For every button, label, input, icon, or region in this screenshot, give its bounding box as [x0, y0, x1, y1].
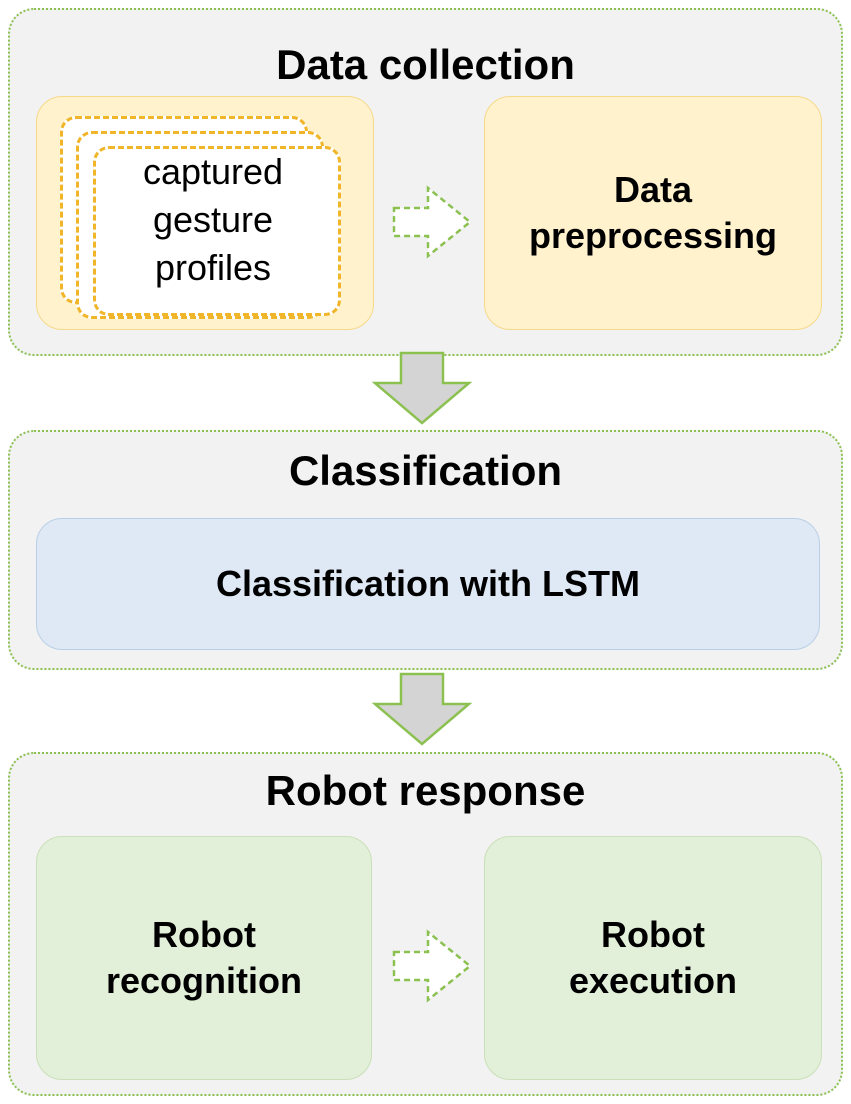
right-arrow-icon-2: [392, 929, 472, 1003]
data-preprocessing-label: Data preprocessing: [528, 169, 778, 256]
stage-title-classification: Classification: [288, 447, 563, 494]
right-arrow-icon: [392, 185, 472, 259]
stage-classification: Classification Classification with LSTM: [8, 430, 843, 670]
robot-recognition-label: Robot recognition: [106, 914, 302, 1001]
stage-title-data-collection: Data collection: [276, 41, 575, 88]
stage-title-robot-response: Robot response: [265, 767, 586, 814]
gesture-profile-card-front: [93, 146, 341, 316]
captured-gesture-profiles-label: captured gesture profiles: [142, 151, 284, 288]
classification-lstm-label: Classification with LSTM: [215, 563, 641, 604]
down-arrow-icon-2: [371, 672, 473, 746]
robot-execution-box: Robot execution: [484, 836, 822, 1080]
stage-robot-response: Robot response Robot recognition Robot e…: [8, 752, 843, 1096]
robot-recognition-box: Robot recognition: [36, 836, 372, 1080]
stage-data-collection: Data collection captured gesture profile…: [8, 8, 843, 356]
data-preprocessing-box: Data preprocessing: [484, 96, 822, 330]
classification-lstm-box: Classification with LSTM: [36, 518, 820, 650]
robot-execution-label: Robot execution: [568, 914, 738, 1001]
down-arrow-icon-1: [371, 351, 473, 425]
